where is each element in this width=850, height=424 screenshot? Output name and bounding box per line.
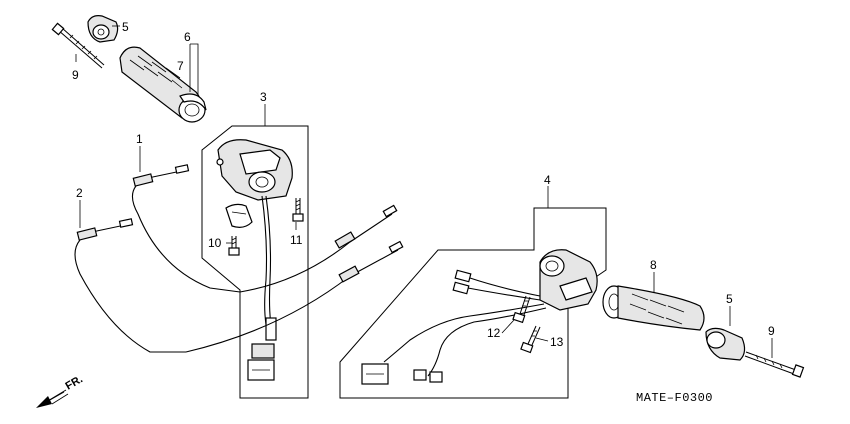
- callout-11: 11: [290, 233, 303, 247]
- leader-lines: [75, 25, 773, 358]
- screw-12: [512, 295, 531, 324]
- throttle-cable-2: [74, 218, 404, 353]
- left-handlebar-switch: [216, 139, 293, 381]
- callout-9-right: 9: [768, 324, 775, 338]
- screw-11: [292, 198, 304, 222]
- throttle-cable-1: [131, 164, 398, 293]
- left-switch-clamp: [225, 203, 253, 228]
- right-switch-group-4: [339, 186, 607, 399]
- front-direction-label: FR.: [64, 373, 85, 392]
- callout-7: 7: [177, 59, 184, 73]
- left-grip-assembly: [51, 15, 207, 123]
- diagram-code: MATE–F0300: [636, 391, 713, 405]
- callout-1: 1: [136, 132, 143, 146]
- grip-end-weight-5-left: [87, 15, 119, 43]
- callout-4: 4: [544, 173, 551, 187]
- callout-9-left: 9: [72, 68, 79, 82]
- callout-2: 2: [76, 186, 83, 200]
- callout-5-right: 5: [726, 292, 733, 306]
- bolt-9-left: [51, 22, 105, 69]
- callout-3: 3: [260, 90, 267, 104]
- callout-6: 6: [184, 30, 191, 44]
- callout-5-left: 5: [122, 20, 129, 34]
- callout-8: 8: [650, 258, 657, 272]
- grip-end-weight-5-right: [705, 327, 746, 361]
- callout-13: 13: [550, 335, 564, 349]
- screw-13: [520, 325, 541, 354]
- right-grip-8: [602, 285, 705, 331]
- bolt-9-right: [744, 351, 805, 378]
- callout-12: 12: [487, 326, 501, 340]
- left-switch-group-3: [201, 104, 309, 399]
- left-grip-6: [119, 46, 207, 123]
- screw-10: [228, 236, 240, 256]
- callout-labels: 5 9 6 7 3 1 2 10 11 4 8 5 9 12 13: [72, 20, 775, 349]
- front-direction-indicator: [36, 389, 69, 408]
- right-handlebar-switch: [361, 249, 598, 385]
- callout-10: 10: [208, 236, 222, 250]
